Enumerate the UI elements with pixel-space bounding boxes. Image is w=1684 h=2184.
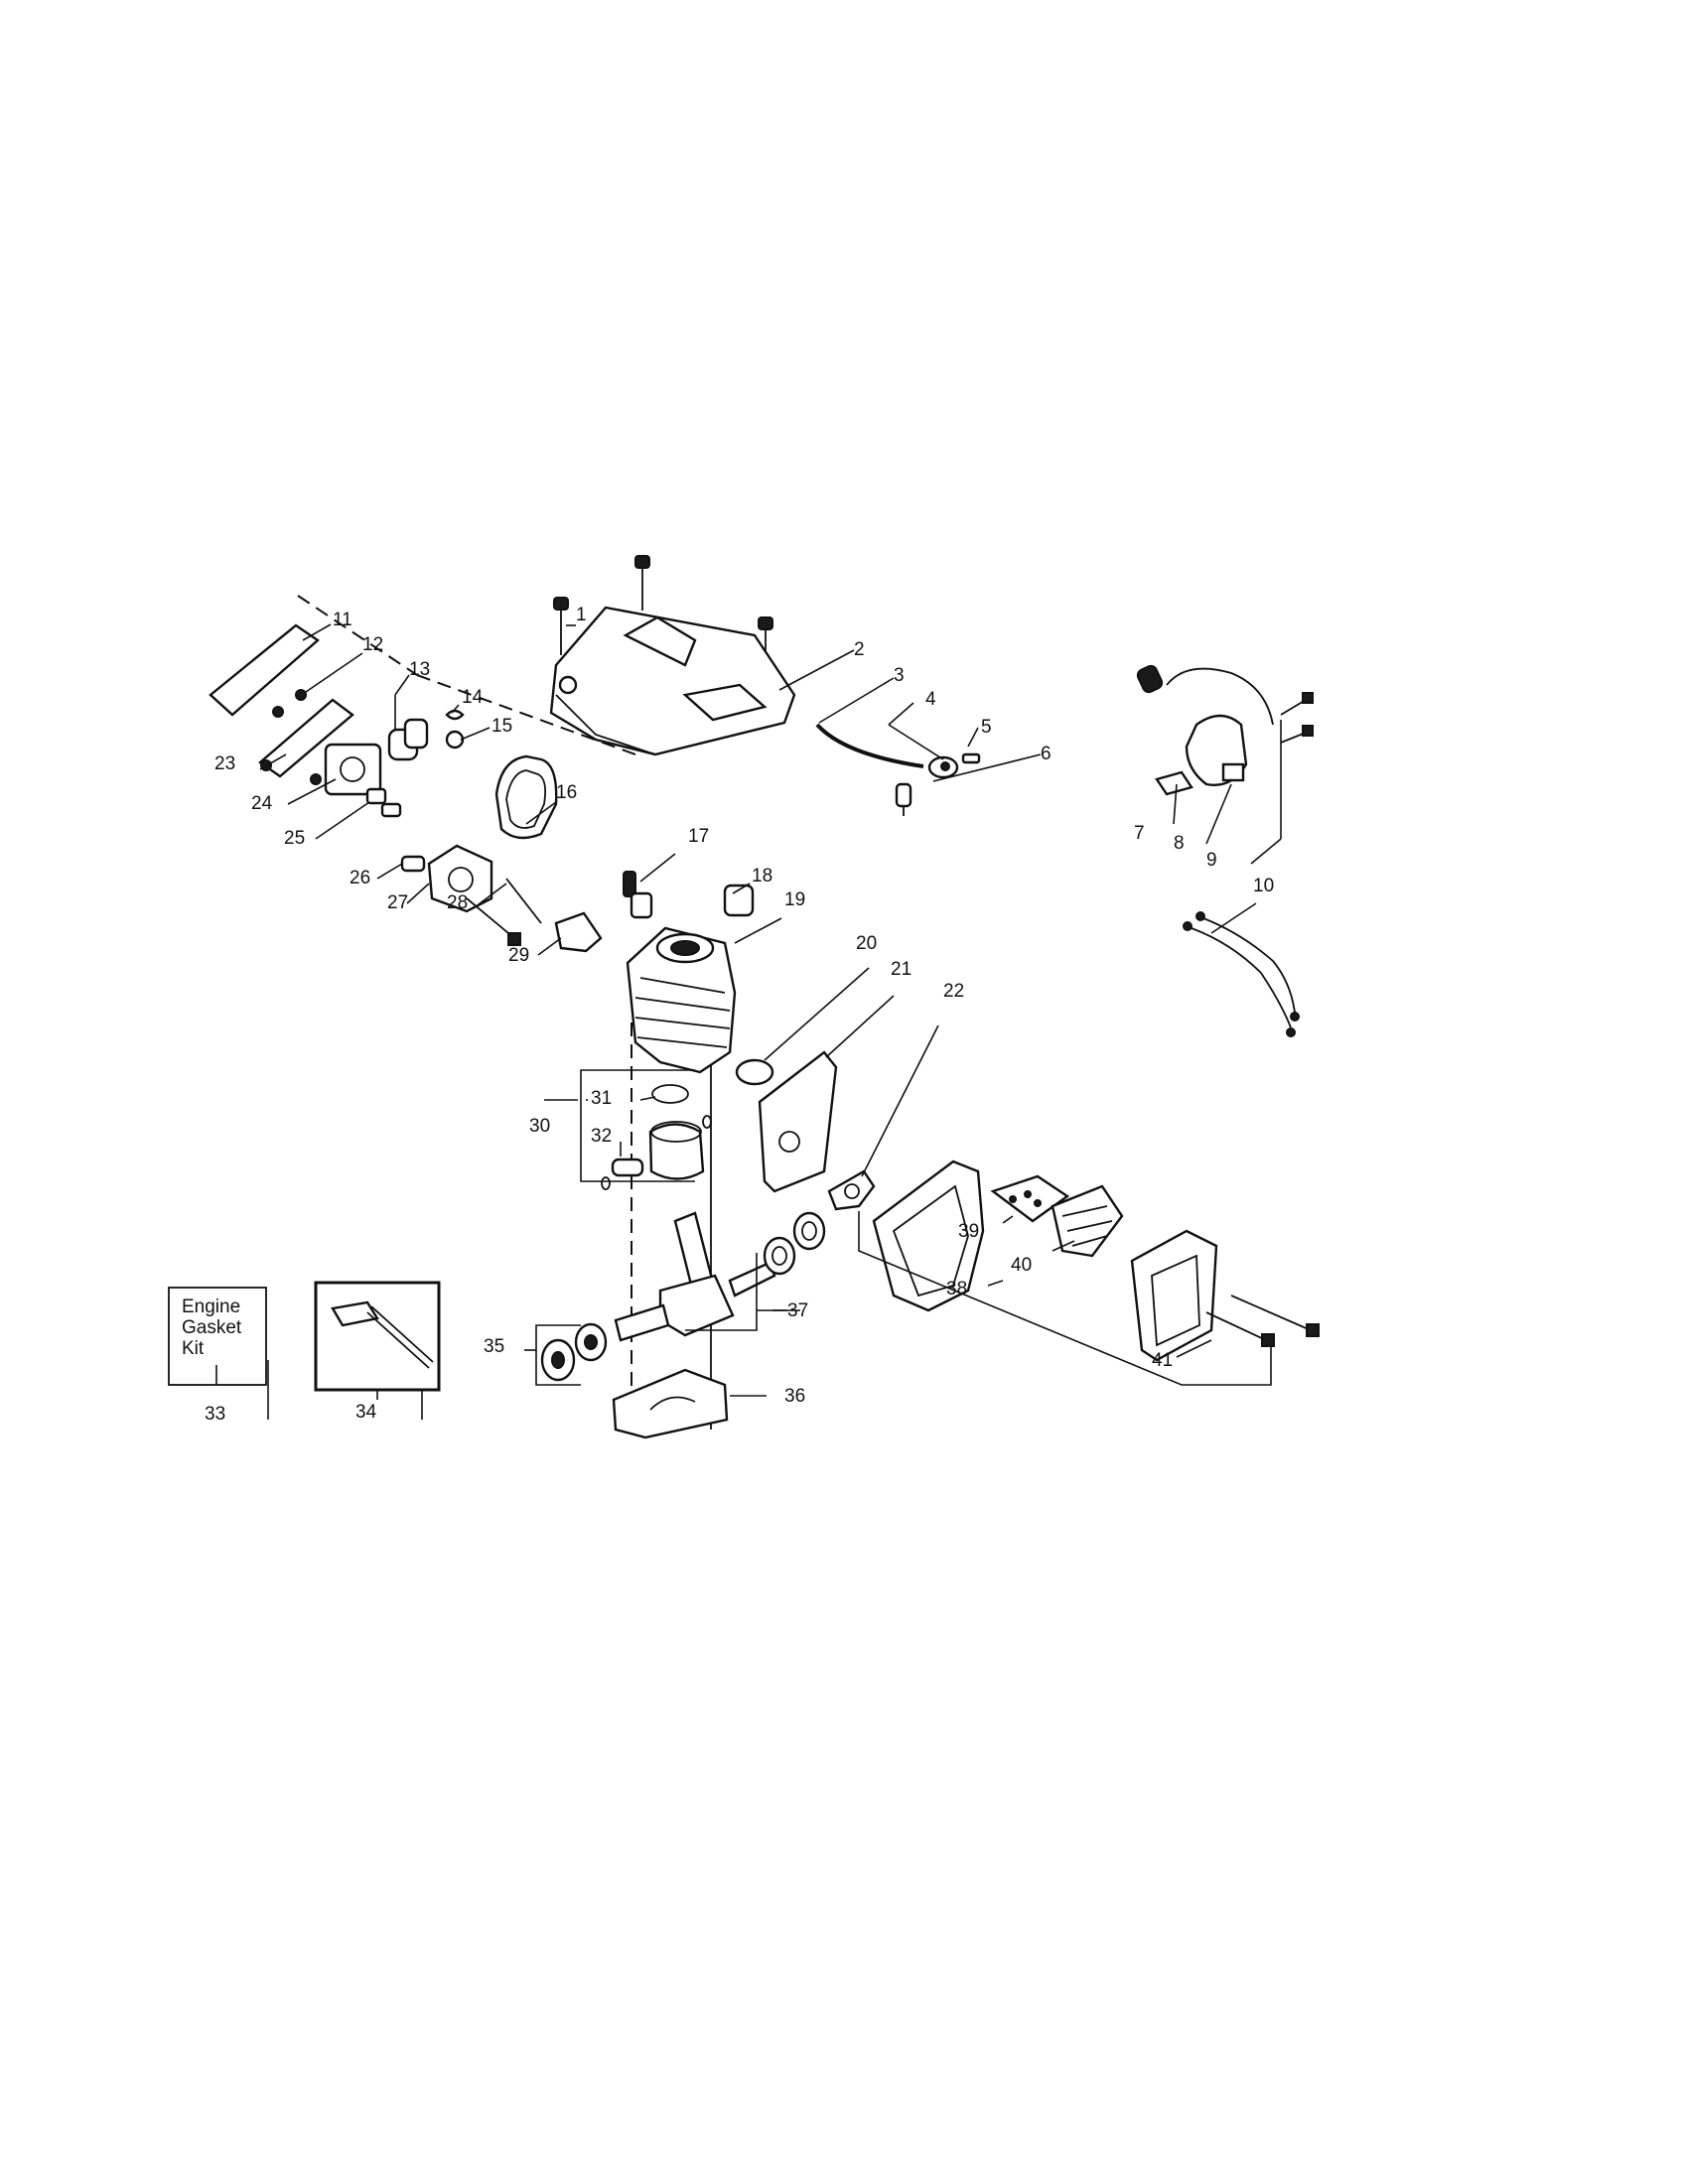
part-17-spark-plug xyxy=(623,871,653,919)
callout-12: 12 xyxy=(362,634,383,655)
part-4-grommet xyxy=(927,755,959,779)
callout-14: 14 xyxy=(462,687,484,708)
part-35-bearings xyxy=(540,1322,608,1382)
part-23-24-25-carb-small xyxy=(260,759,387,805)
part-6-fuel-filter xyxy=(895,782,912,816)
callout-39: 39 xyxy=(958,1221,979,1242)
callout-22: 22 xyxy=(943,981,964,1002)
kit-label-line-1: Engine xyxy=(182,1297,241,1317)
callout-17: 17 xyxy=(688,826,709,847)
callout-5: 5 xyxy=(981,717,992,738)
part-5-small-fitting xyxy=(961,752,981,764)
callout-19: 19 xyxy=(784,889,805,910)
callout-24: 24 xyxy=(251,793,273,814)
part-22-muffler-gasket xyxy=(827,1169,876,1211)
tool-box-34 xyxy=(314,1281,441,1392)
callout-41: 41 xyxy=(1152,1350,1173,1371)
part-19-cylinder xyxy=(626,926,737,1074)
callout-37: 37 xyxy=(787,1300,808,1321)
part-30-piston xyxy=(648,1121,705,1180)
part-29-gasket xyxy=(554,911,603,953)
part-10-wire-harness xyxy=(1183,911,1300,1037)
callout-10: 10 xyxy=(1253,876,1274,896)
part-28-long-bolt xyxy=(466,878,542,946)
callout-35: 35 xyxy=(484,1336,504,1357)
callout-30: 30 xyxy=(529,1116,550,1137)
callout-labels: 1 2 3 4 5 6 7 8 9 10 11 12 13 14 15 16 1… xyxy=(205,605,1274,1425)
callout-3: 3 xyxy=(894,665,905,686)
part-26-bolt xyxy=(380,802,426,873)
callout-1: 1 xyxy=(576,605,587,625)
callout-21: 21 xyxy=(891,959,912,980)
part-31-piston-ring xyxy=(651,1084,689,1104)
callout-34: 34 xyxy=(355,1402,377,1423)
callout-26: 26 xyxy=(350,868,370,888)
callout-11: 11 xyxy=(333,610,352,630)
callout-36: 36 xyxy=(784,1386,805,1407)
part-27-adapter-plate xyxy=(427,844,493,913)
callout-38: 38 xyxy=(946,1279,967,1299)
part-41-muffler-cover-bolts xyxy=(1130,1229,1320,1362)
callout-20: 20 xyxy=(856,933,877,954)
part-11-air-filter-cover xyxy=(209,623,320,717)
part-2-top-cover xyxy=(549,606,796,756)
center-axis-lines xyxy=(297,595,712,1430)
part-3-fuel-hose xyxy=(815,723,924,768)
callout-31: 31 xyxy=(591,1088,612,1109)
kit-box-33 xyxy=(168,1287,267,1386)
callout-18: 18 xyxy=(752,866,772,887)
callout-9: 9 xyxy=(1206,850,1217,871)
part-36-crankcase xyxy=(612,1368,729,1439)
kit-label-line-2: Gasket xyxy=(182,1317,242,1338)
part-14-clip xyxy=(445,709,465,721)
callout-40: 40 xyxy=(1011,1255,1032,1276)
part-40-spark-screen xyxy=(1051,1184,1124,1258)
leader-lines xyxy=(215,623,1282,1420)
callout-23: 23 xyxy=(214,753,235,774)
callout-2: 2 xyxy=(854,639,865,660)
part-21-heat-shield xyxy=(758,1050,838,1193)
callout-32: 32 xyxy=(591,1126,612,1147)
callout-15: 15 xyxy=(491,716,512,737)
callout-6: 6 xyxy=(1041,744,1052,764)
engine-gasket-kit-label: Engine Gasket Kit xyxy=(182,1297,241,1359)
part-16-intake-boot xyxy=(494,754,558,840)
part-7-bracket xyxy=(1155,770,1193,796)
kit-label-line-3: Kit xyxy=(182,1338,205,1359)
callout-27: 27 xyxy=(387,892,408,913)
callout-16: 16 xyxy=(556,782,577,803)
callout-33: 33 xyxy=(205,1404,225,1425)
part-13-carburetor xyxy=(258,698,429,796)
callout-29: 29 xyxy=(508,945,529,966)
part-20-spacer xyxy=(735,1058,774,1086)
callout-28: 28 xyxy=(447,892,468,913)
part-32-piston-pin xyxy=(601,1115,712,1190)
part-37-crankshaft xyxy=(614,1211,826,1342)
part-8-ignition-module xyxy=(1136,664,1274,786)
callout-25: 25 xyxy=(284,828,305,849)
part-39-baffle xyxy=(990,1174,1070,1223)
callout-4: 4 xyxy=(925,689,936,710)
part-18-plug-cap xyxy=(723,884,755,917)
callout-7: 7 xyxy=(1134,823,1145,844)
part-9-module-screws xyxy=(1280,692,1314,744)
part-38-muffler-body xyxy=(872,1160,985,1312)
callout-13: 13 xyxy=(409,659,430,680)
part-12-nuts xyxy=(272,689,307,718)
callout-8: 8 xyxy=(1174,833,1185,854)
part-1-cover-screws xyxy=(553,555,773,685)
part-15-clamp xyxy=(445,730,465,750)
